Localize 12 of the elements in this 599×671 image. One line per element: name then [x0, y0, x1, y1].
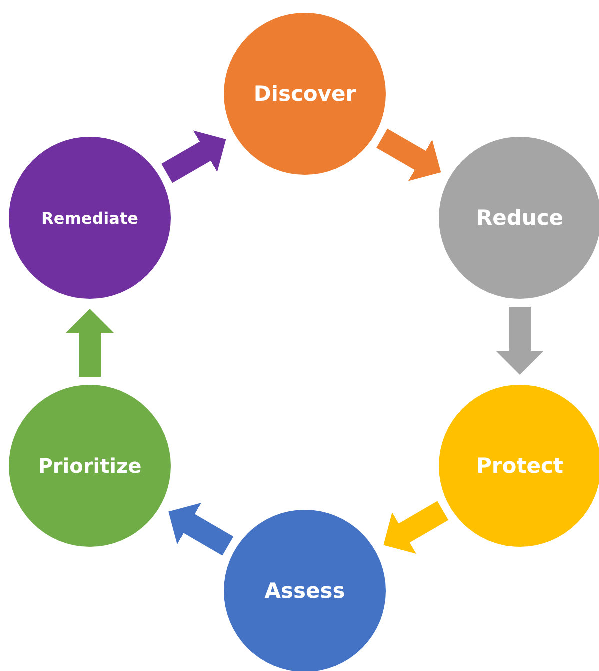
- step-label: Remediate: [42, 208, 138, 228]
- block-arrow: [66, 309, 114, 377]
- block-arrow: [376, 128, 442, 182]
- block-arrow: [162, 130, 226, 184]
- step-label: Reduce: [476, 206, 564, 230]
- block-arrow: [496, 307, 544, 375]
- step-label: Prioritize: [38, 454, 142, 478]
- step-label: Protect: [476, 454, 564, 478]
- step-label: Assess: [264, 579, 346, 603]
- block-arrow: [384, 501, 449, 554]
- block-arrow: [168, 503, 234, 556]
- step-label: Discover: [254, 82, 356, 106]
